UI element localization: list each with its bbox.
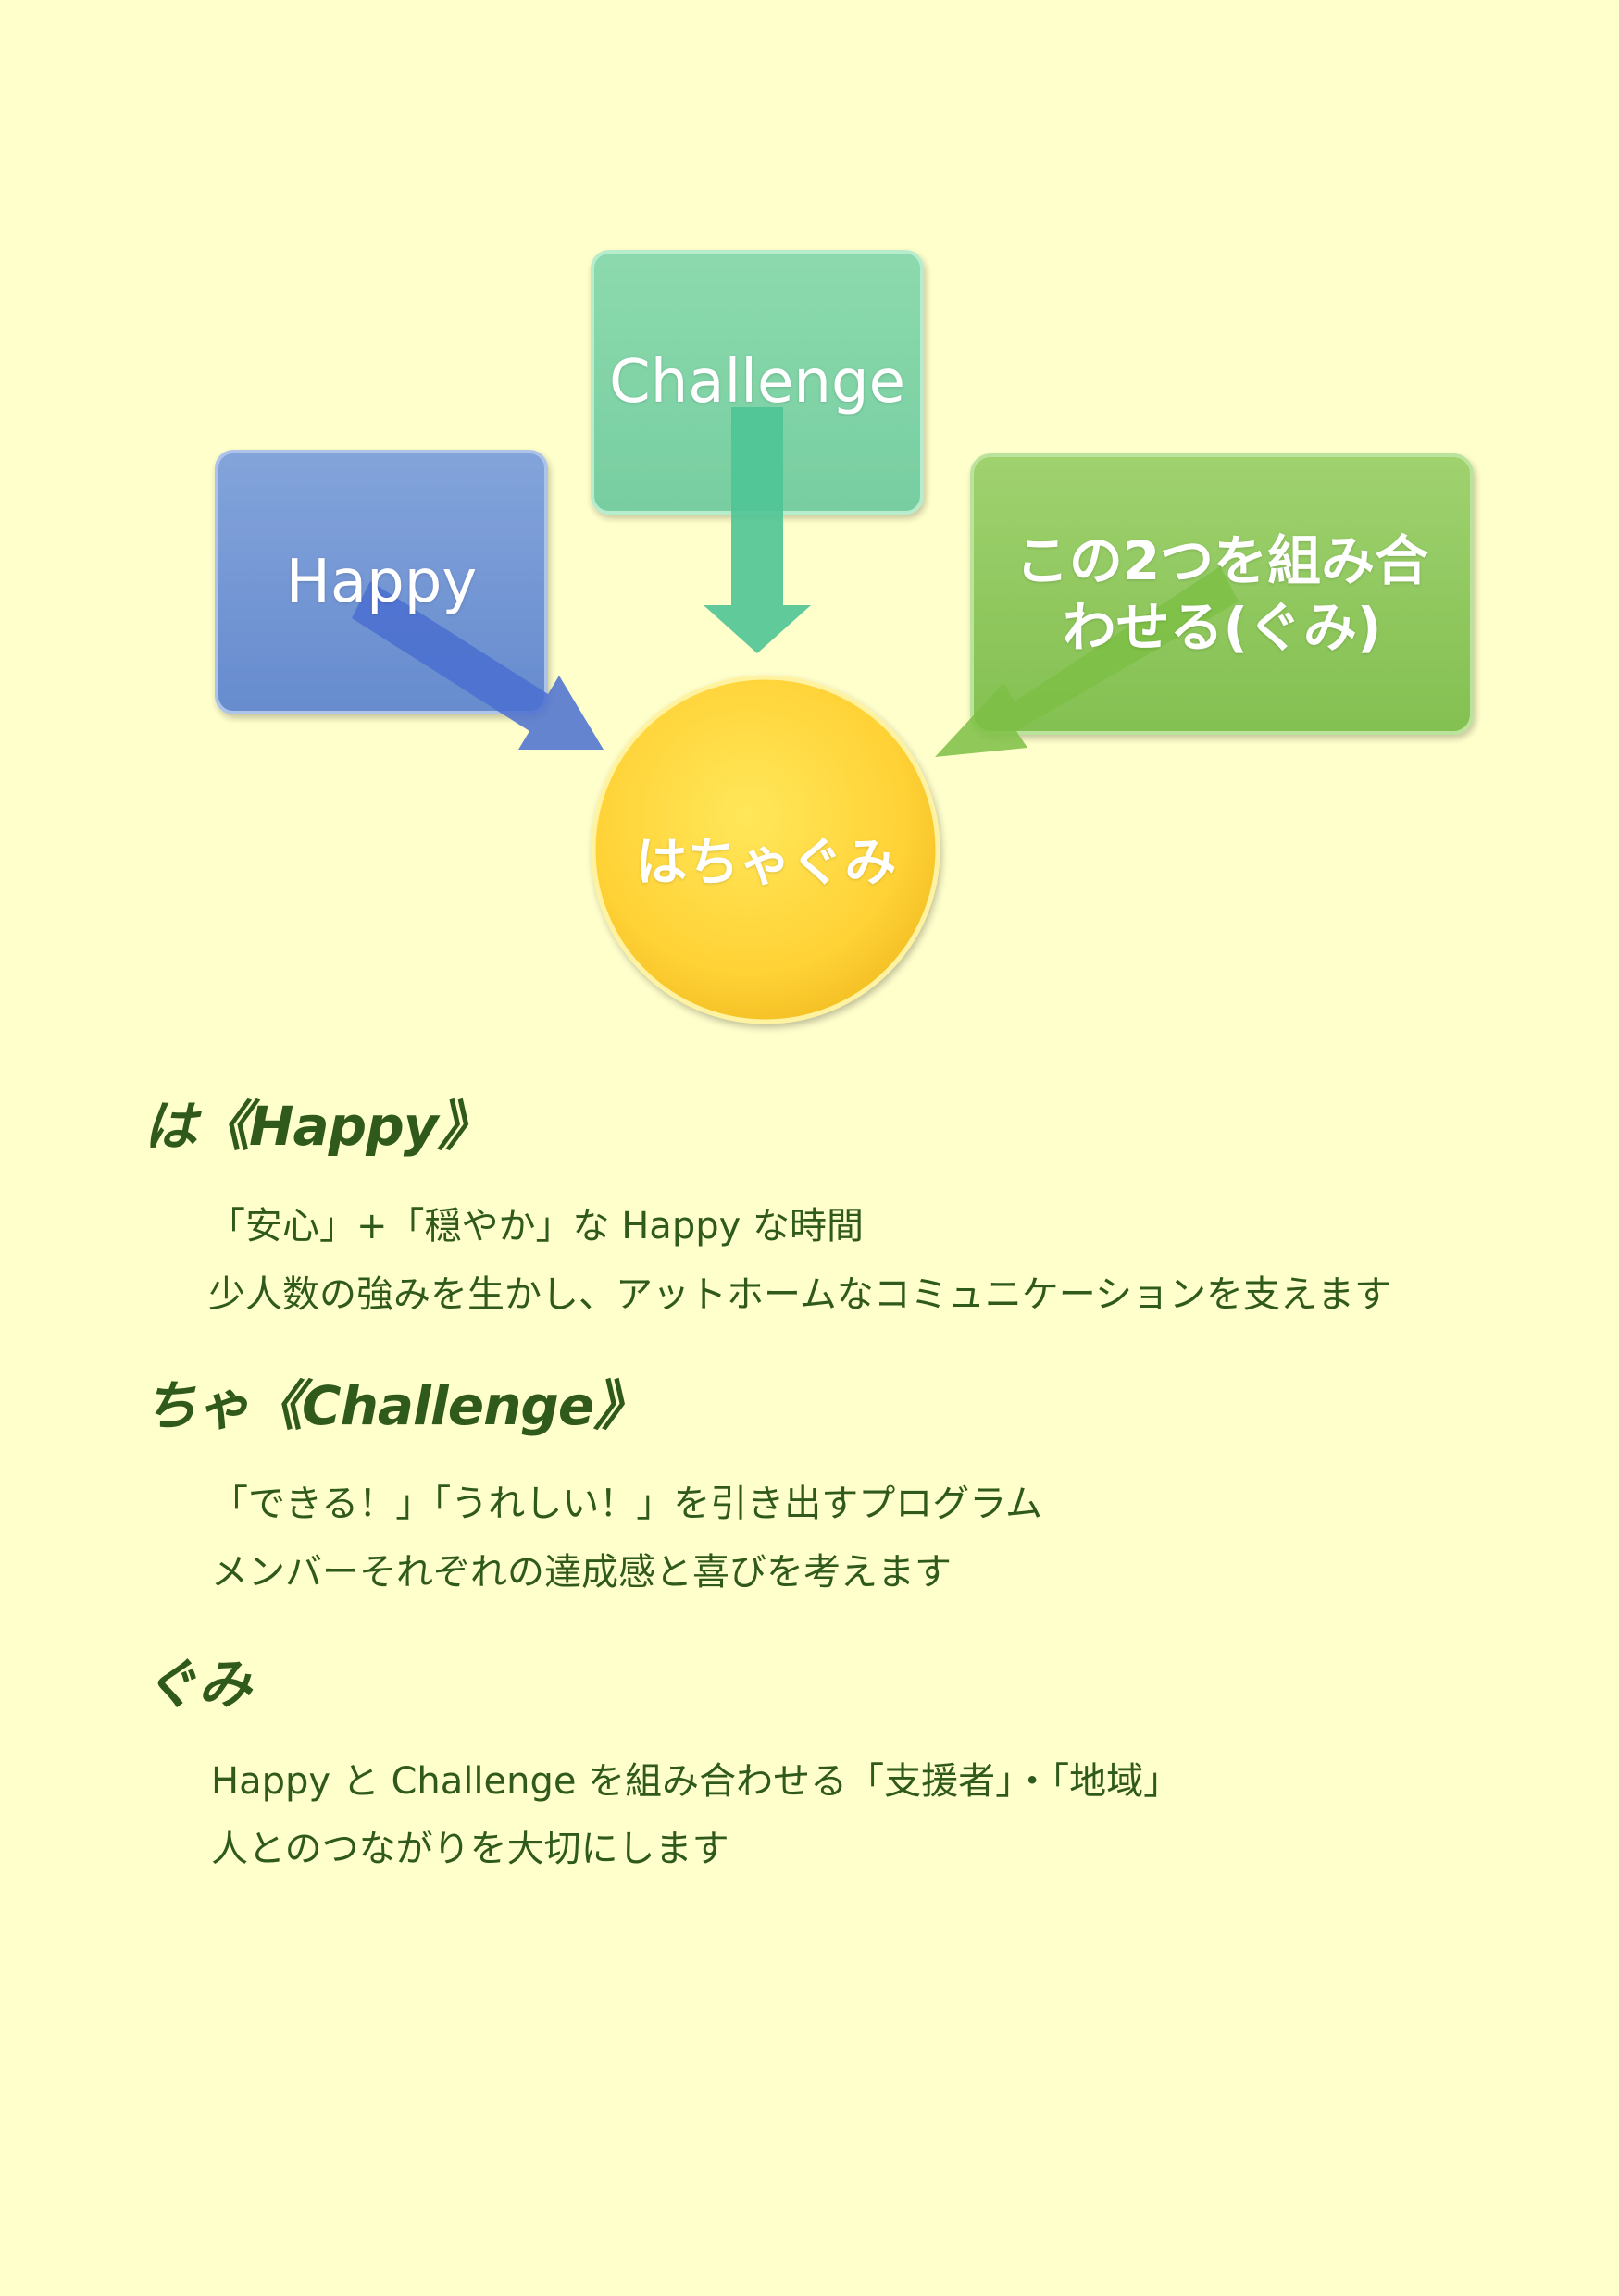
combine-box-label: この2つを組み合 わせる(ぐみ) [1015, 528, 1429, 660]
happy-arrow [352, 581, 604, 750]
happy-line-1: 「安心」+「穏やか」な Happy な時間 [208, 1205, 864, 1247]
gumi-line-2: 人とのつながりを大切にします [211, 1828, 729, 1870]
challenge-arrow [704, 407, 811, 653]
center-circle-label: はちゃぐみ [635, 833, 897, 893]
section-heading-challenge: ちゃ《Challenge》 [143, 1374, 647, 1437]
happy-box-label: Happy [285, 548, 478, 616]
hachagumi-diagram [215, 250, 1474, 1024]
challenge-box-label: Challenge [609, 348, 905, 416]
hachagumi-circle [591, 675, 940, 1024]
gumi-line-1: Happy と Challenge を組み合わせる「支援者」・「地域」 [211, 1760, 1181, 1803]
combine-arrow [935, 566, 1239, 757]
section-heading-happy: は《Happy》 [143, 1095, 492, 1158]
challenge-line-1: 「できる！」「うれしい！」を引き出すプログラム [211, 1483, 1042, 1525]
happy-line-2: 少人数の強みを生かし、アットホームなコミュニケーションを支えます [208, 1273, 1391, 1316]
challenge-line-2: メンバーそれぞれの達成感と喜びを考えます [211, 1551, 952, 1594]
section-heading-gumi: ぐみ [143, 1653, 252, 1716]
